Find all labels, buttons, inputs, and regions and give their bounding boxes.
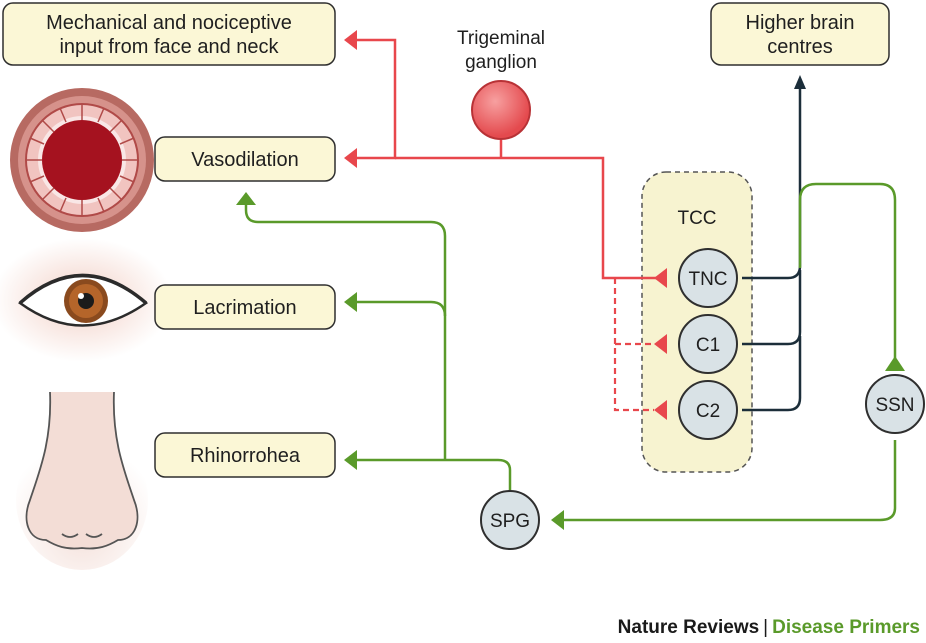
credit-series: Disease Primers — [772, 617, 920, 638]
c2-label: C2 — [696, 401, 720, 422]
vasodilation-box: Vasodilation — [154, 136, 336, 182]
ssn-node: SSN — [865, 374, 925, 434]
tnc-node: TNC — [678, 248, 738, 308]
mechanical-input-line2: input from face and neck — [59, 36, 279, 58]
tcc-label: TCC — [677, 208, 716, 229]
parasympathetic-pathway — [244, 182, 897, 522]
c1-label: C1 — [696, 335, 720, 356]
spg-node: SPG — [480, 490, 540, 550]
tnc-label: TNC — [688, 269, 727, 290]
higher-brain-line2: centres — [767, 36, 833, 58]
lacrimation-box: Lacrimation — [154, 284, 336, 330]
blood-vessel-icon — [10, 88, 154, 232]
credit-separator: | — [763, 617, 769, 638]
sensory-collaterals — [613, 278, 654, 412]
c2-node: C2 — [678, 380, 738, 440]
higher-brain-line1: Higher brain — [746, 12, 855, 34]
rhinorrhoea-label: Rhinorrohea — [190, 445, 301, 467]
credit-journal: Nature Reviews — [617, 617, 760, 638]
rhinorrhoea-box: Rhinorrohea — [154, 432, 336, 478]
trigeminal-label-line2: ganglion — [465, 52, 537, 73]
vasodilation-label: Vasodilation — [191, 149, 298, 171]
spg-label: SPG — [490, 511, 530, 532]
trigeminal-ganglion-node — [471, 80, 531, 140]
nose-icon — [16, 391, 148, 570]
publication-credit: Nature Reviews|Disease Primers — [618, 617, 920, 639]
sensory-pathway — [355, 38, 656, 280]
c1-node: C1 — [678, 314, 738, 374]
parasympathetic-terminals — [236, 192, 905, 530]
ssn-label: SSN — [875, 395, 914, 416]
mechanical-input-box: Mechanical and nociceptive input from fa… — [2, 2, 336, 66]
sensory-terminals — [344, 30, 667, 420]
ascending-arrowhead — [794, 75, 806, 89]
trigeminal-label-line1: Trigeminal — [457, 28, 545, 49]
lacrimation-label: Lacrimation — [193, 297, 296, 319]
mechanical-input-line1: Mechanical and nociceptive — [46, 12, 292, 34]
eye-icon — [0, 238, 172, 362]
higher-brain-centres-box: Higher brain centres — [710, 2, 890, 66]
